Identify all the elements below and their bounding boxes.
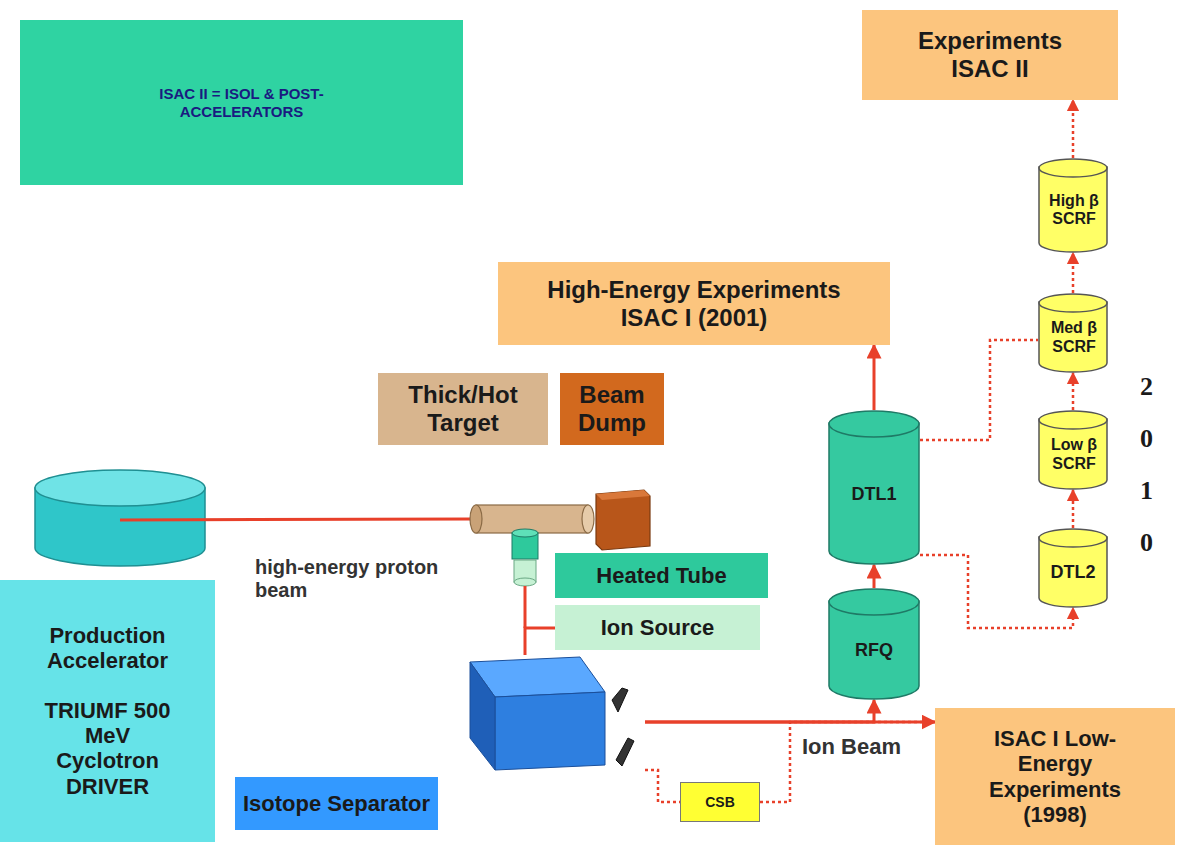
- cylinder-top: [829, 411, 919, 437]
- node-text: Med β SCRF: [1044, 319, 1104, 356]
- scrf-cylinder: High β SCRF: [1038, 158, 1110, 253]
- node-text: Beam Dump: [570, 381, 654, 436]
- beam-line: [873, 565, 876, 588]
- year-digit: 1: [1140, 476, 1153, 506]
- csb-box: CSB: [680, 782, 760, 822]
- node-text: High β SCRF: [1044, 192, 1104, 229]
- beam-dump-block: [596, 490, 650, 550]
- cylinder-top: [1039, 159, 1107, 177]
- experiment-box: ISAC I Low-Energy Experiments (1998): [935, 708, 1175, 845]
- cylinder-body: [1039, 167, 1107, 252]
- beam-line: [645, 700, 874, 722]
- dotted-beam-line: [920, 340, 1038, 440]
- ion-source-device: [512, 529, 538, 628]
- proton-beam-line: [120, 519, 472, 520]
- node-text: Thick/Hot Target: [398, 381, 528, 436]
- target-cylinder: [470, 505, 594, 533]
- year-digit: 0: [1140, 424, 1153, 454]
- node-text: CSB: [705, 794, 735, 810]
- cylinder-body: [829, 423, 919, 564]
- node-text: ISAC II = ISOL & POST-ACCELERATORS: [147, 85, 337, 120]
- cylinder-top: [1039, 294, 1107, 312]
- beam-label: Ion Beam: [802, 734, 901, 759]
- scrf-cylinder: Med β SCRF: [1038, 293, 1110, 373]
- beam-label: high-energy proton beam: [255, 556, 445, 602]
- heated-tube-label: Heated Tube: [555, 553, 768, 598]
- dotted-beam-line: [1072, 100, 1075, 158]
- beam-dump-label-box: Beam Dump: [560, 373, 664, 445]
- dotted-beam-line: [1072, 253, 1075, 293]
- ion-source-label: Ion Source: [555, 605, 760, 650]
- rfq-cylinder: RFQ: [828, 588, 920, 700]
- node-text: Low β SCRF: [1044, 436, 1104, 473]
- dotted-beam-line: [1072, 490, 1075, 528]
- node-text: Experiments ISAC II: [903, 27, 1078, 82]
- dotted-beam-line: [760, 722, 935, 802]
- node-text: Ion Source: [601, 615, 715, 640]
- node-text: TRIUMF 500 MeV Cyclotron DRIVER: [38, 698, 178, 799]
- node-text: ISAC I Low-Energy Experiments (1998): [980, 726, 1130, 827]
- beam-line: [525, 628, 555, 655]
- experiment-box: High-Energy Experiments ISAC I (2001): [498, 262, 890, 345]
- node-text: DTL1: [852, 484, 897, 505]
- node-text: Production Accelerator: [38, 623, 178, 674]
- node-text: RFQ: [855, 640, 893, 661]
- dotted-beam-line: [1072, 373, 1075, 410]
- cyclotron: [35, 470, 205, 566]
- cylinder-top: [1039, 529, 1107, 547]
- dotted-beam-line: [645, 770, 680, 802]
- node-text: High-Energy Experiments ISAC I (2001): [529, 276, 859, 331]
- beam-line: [873, 345, 876, 410]
- year-digit: 2: [1140, 372, 1153, 402]
- node-text: DTL2: [1051, 562, 1096, 583]
- target-label-box: Thick/Hot Target: [378, 373, 548, 445]
- driver-box: Production AcceleratorTRIUMF 500 MeV Cyc…: [0, 580, 215, 842]
- year-digit: 0: [1140, 528, 1153, 558]
- separator-magnet: [470, 657, 605, 770]
- isotope-separator: Isotope Separator: [235, 655, 645, 835]
- experiment-box: Experiments ISAC II: [862, 10, 1118, 100]
- node-text: Isotope Separator: [235, 777, 438, 830]
- title-box: ISAC II = ISOL & POST-ACCELERATORS: [20, 20, 463, 185]
- slit-devices: [612, 688, 634, 766]
- linac-cylinder: DTL2: [1038, 528, 1108, 608]
- cylinder-top: [1039, 411, 1107, 429]
- linac-cylinder: DTL1: [828, 410, 920, 565]
- scrf-cylinder: Low β SCRF: [1038, 410, 1110, 490]
- cylinder-top: [829, 589, 919, 615]
- node-text: Heated Tube: [596, 563, 726, 588]
